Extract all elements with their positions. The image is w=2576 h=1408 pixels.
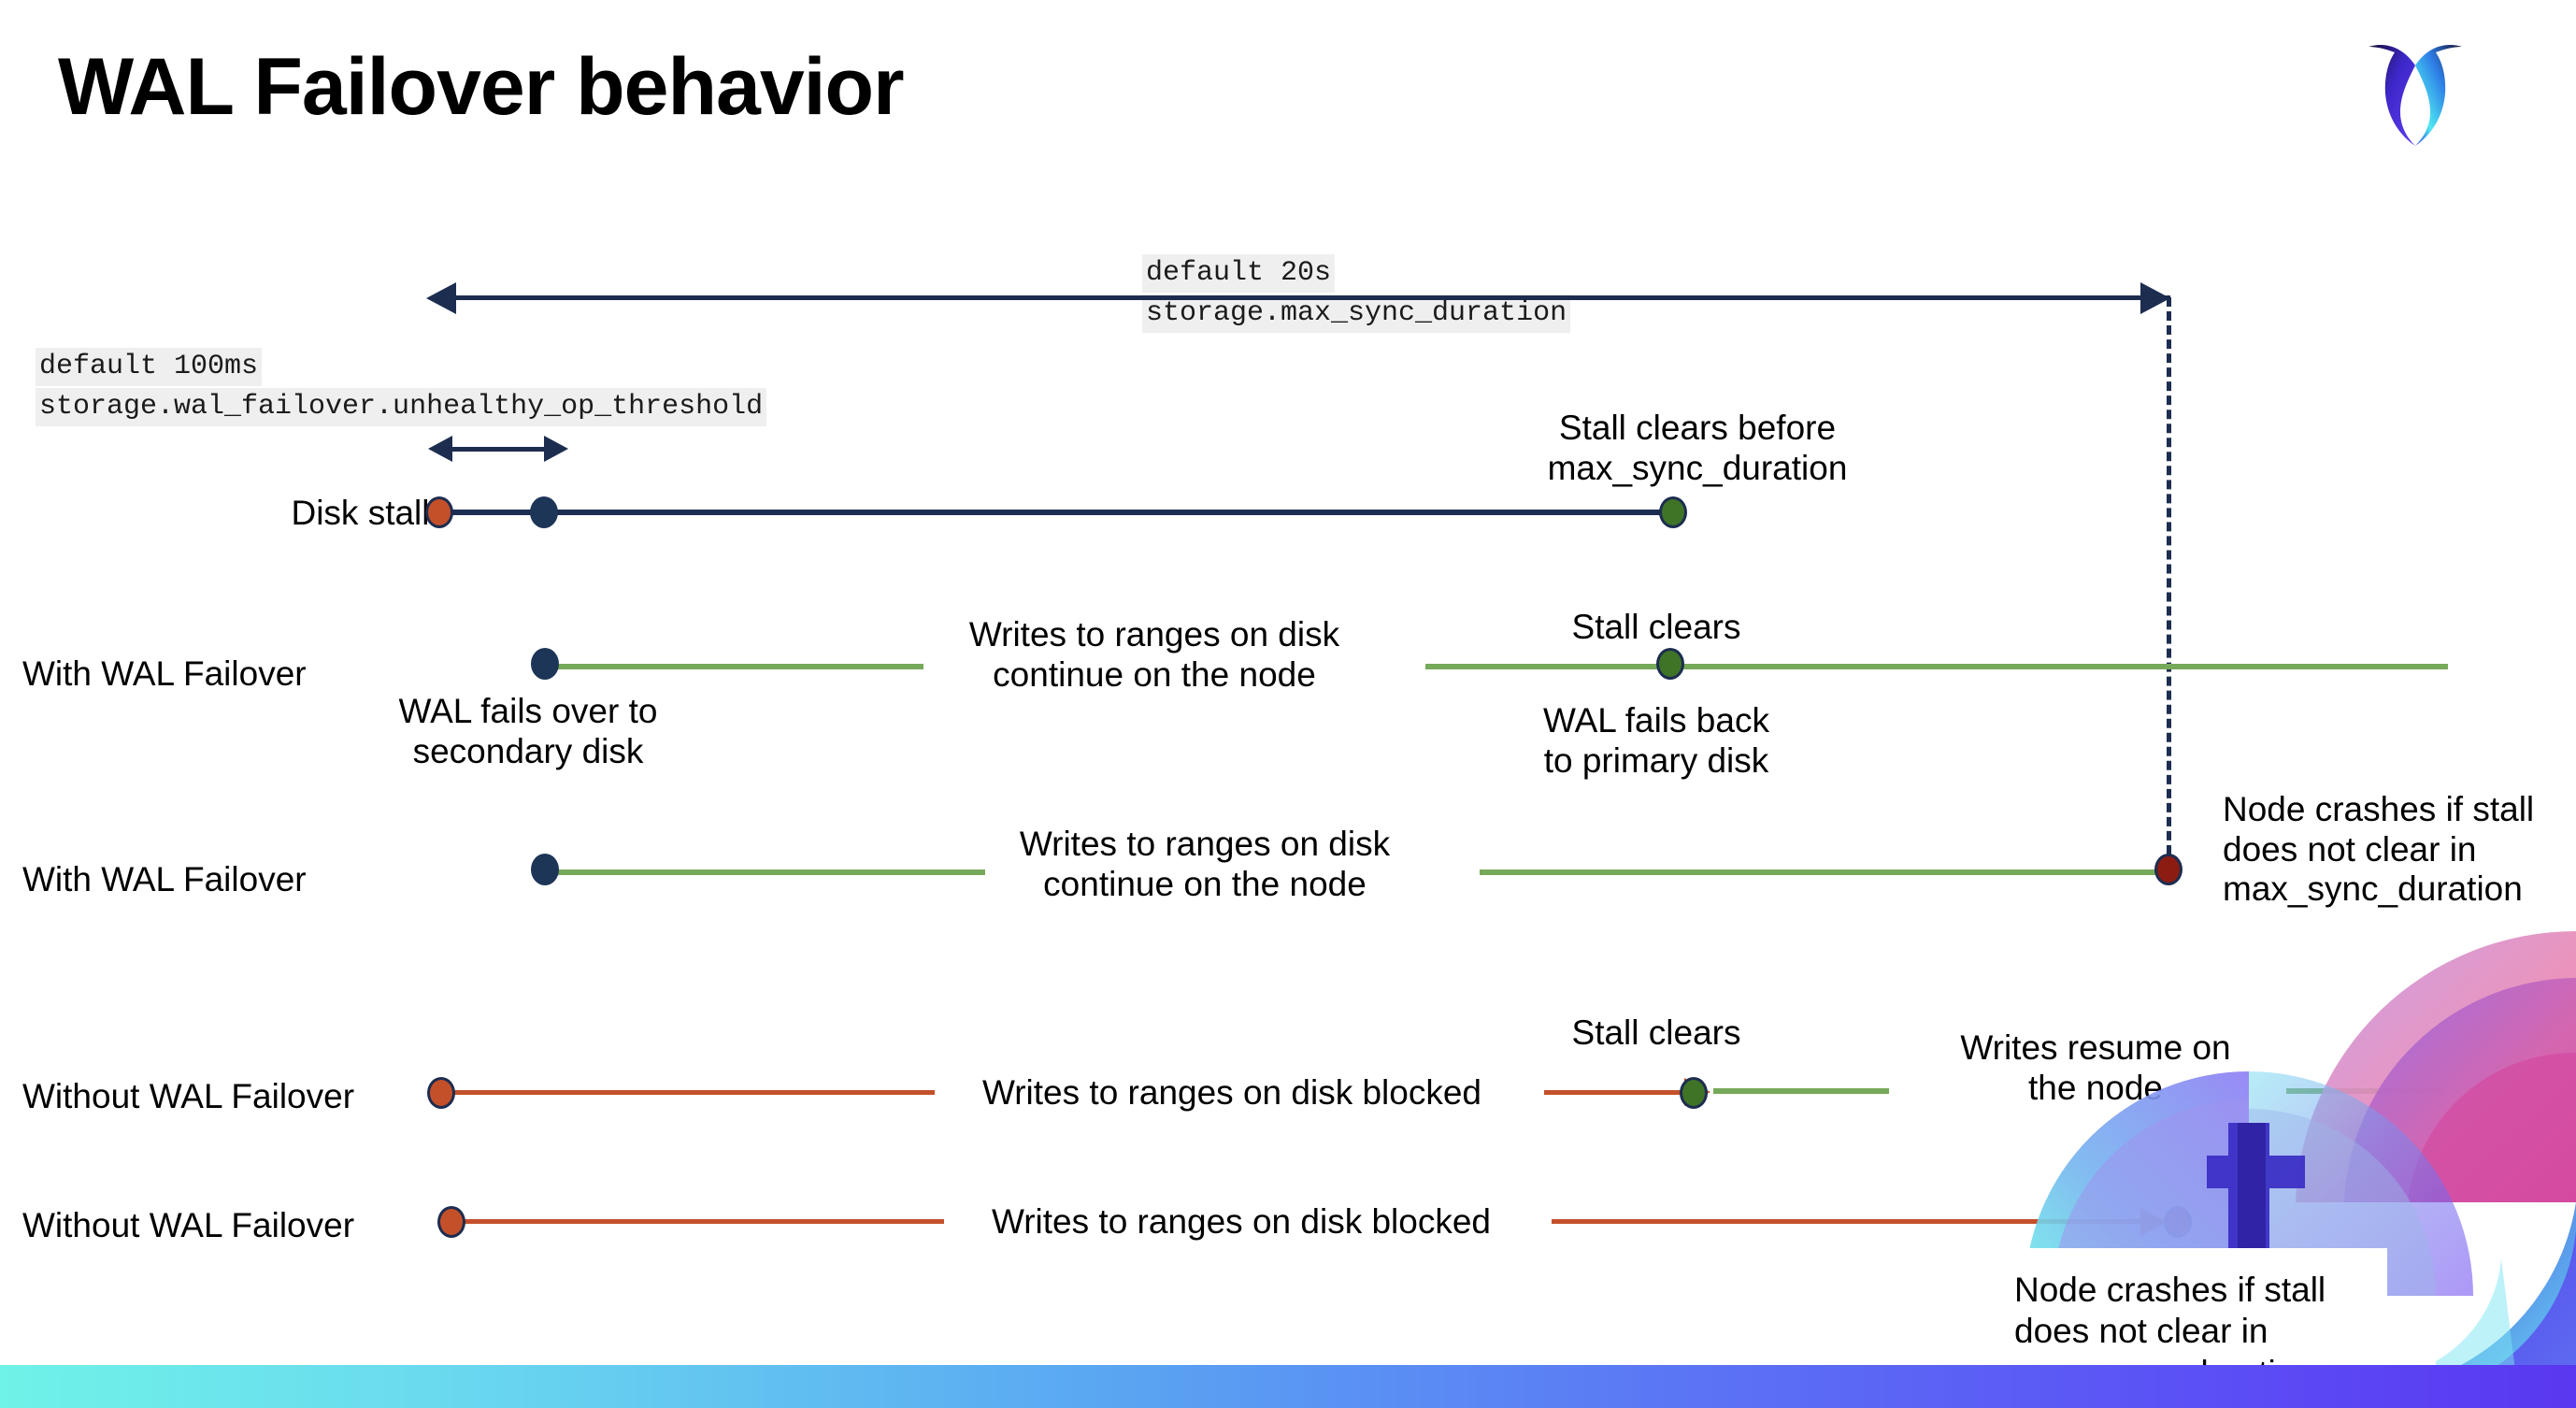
- unhealthy-op-span-line: [449, 447, 550, 452]
- wo1-stall-clears-note: Stall clears: [1571, 1013, 1741, 1052]
- row-label-with-wal-failover-2: With WAL Failover: [22, 860, 307, 898]
- max-sync-duration-dashed-guide: [2167, 297, 2171, 883]
- wf2-writes-note: Writes to ranges on disk continue on the…: [1019, 825, 1391, 903]
- max-sync-right-arrowhead: [2140, 282, 2170, 314]
- wf2-segment-a: [546, 869, 985, 875]
- unhealthy-op-right-arrowhead: [544, 436, 568, 462]
- wf1-stall-clears-note: Stall clears: [1571, 608, 1741, 646]
- wf1-failback-note: WAL fails back to primary disk: [1543, 701, 1769, 780]
- cockroachdb-logo-icon: [2359, 26, 2471, 152]
- unhealthy-op-setting-chip: storage.wal_failover.unhealthy_op_thresh…: [36, 388, 767, 426]
- wf2-crash-dot[interactable]: [2154, 854, 2182, 885]
- wf2-crash-note: Node crashes if stall does not clear in …: [2223, 790, 2535, 909]
- wo2-blocked-arrowhead: [2140, 1208, 2167, 1236]
- wo1-start-dot[interactable]: [427, 1077, 455, 1109]
- wf2-segment-b: [1480, 869, 2175, 875]
- max-sync-duration-default-chip: default 20s: [1142, 254, 1336, 293]
- unhealthy-op-left-arrowhead: [428, 436, 452, 462]
- wf1-segment-b: [1425, 664, 2448, 669]
- wo2-crash-dot[interactable]: [2164, 1206, 2192, 1238]
- wo1-resume-note: Writes resume on the node: [1960, 1028, 2231, 1107]
- disk-stalls-failover-dot[interactable]: [530, 496, 558, 528]
- wo1-resume-line-a: [1713, 1088, 1889, 1094]
- wo2-blocked-note: Writes to ranges on disk blocked: [991, 1202, 1492, 1241]
- wf1-clear-dot[interactable]: [1656, 648, 1684, 680]
- wf1-segment-a: [546, 664, 923, 669]
- disk-stalls-clear-dot[interactable]: [1659, 496, 1687, 528]
- max-sync-duration-span-line: [454, 295, 2170, 300]
- row-label-with-wal-failover-1: With WAL Failover: [22, 654, 307, 693]
- wf1-writes-note: Writes to ranges on disk continue on the…: [968, 615, 1340, 694]
- bottom-gradient-bar: [0, 1365, 2576, 1408]
- wo1-blocked-note: Writes to ranges on disk blocked: [981, 1073, 1482, 1112]
- wf1-failover-dot[interactable]: [531, 648, 559, 680]
- max-sync-duration-setting-chip: storage.max_sync_duration: [1142, 295, 1571, 333]
- unhealthy-op-default-chip: default 100ms: [36, 348, 263, 386]
- wf2-failover-dot[interactable]: [531, 854, 559, 885]
- wo1-clear-dot[interactable]: [1680, 1077, 1708, 1109]
- disk-stalls-clear-note: Stall clears before max_sync_duration: [1547, 409, 1848, 487]
- wo1-blocked-line-b: [1544, 1090, 1692, 1095]
- page-title: WAL Failover behavior: [58, 42, 905, 132]
- wo1-blocked-line-a: [449, 1090, 935, 1095]
- wo1-resume-line-b: [2286, 1088, 2445, 1094]
- row-label-without-wal-failover-1: Without WAL Failover: [22, 1077, 355, 1115]
- row-label-without-wal-failover-2: Without WAL Failover: [22, 1206, 355, 1244]
- disk-stalls-timeline: [437, 510, 1673, 515]
- wo2-start-dot[interactable]: [437, 1206, 465, 1238]
- wo2-blocked-line-b: [1552, 1219, 2150, 1224]
- wf1-failover-note: WAL fails over to secondary disk: [398, 692, 658, 770]
- row-label-disk-stalls: Disk stalls: [291, 494, 447, 532]
- max-sync-left-arrowhead: [426, 282, 456, 314]
- wo2-blocked-line-a: [458, 1219, 944, 1224]
- disk-stalls-start-dot[interactable]: [425, 496, 453, 528]
